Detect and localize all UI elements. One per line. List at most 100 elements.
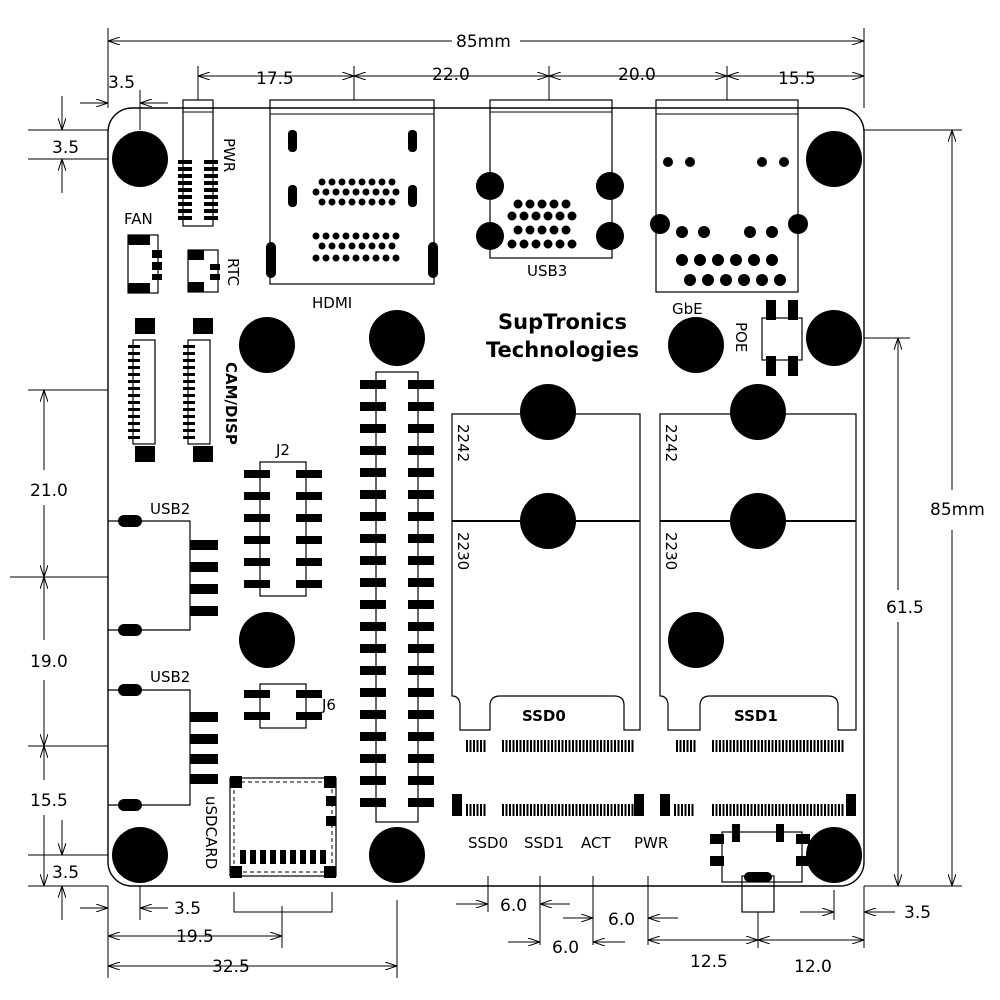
pad xyxy=(360,732,386,741)
pad xyxy=(660,794,670,816)
mounting-hole-top-right xyxy=(806,131,862,187)
pad xyxy=(589,740,592,752)
board-outline xyxy=(107,107,865,887)
pin-dot xyxy=(549,225,559,235)
pad xyxy=(761,804,763,816)
pad xyxy=(509,740,511,752)
pad xyxy=(782,740,784,752)
pad xyxy=(729,740,732,752)
pad xyxy=(540,740,543,752)
pad xyxy=(178,188,192,192)
pad xyxy=(614,804,616,816)
pad xyxy=(512,804,515,816)
dim-left-bottom-hole: 3.5 xyxy=(52,863,79,883)
j6-header: J6 xyxy=(244,683,336,729)
pad xyxy=(547,740,550,752)
pad xyxy=(544,804,546,816)
pad xyxy=(128,436,140,439)
pad xyxy=(754,740,756,752)
pad xyxy=(712,804,714,816)
pad xyxy=(408,666,434,675)
pad xyxy=(722,740,725,752)
pad xyxy=(296,558,322,566)
pad xyxy=(408,776,434,785)
pin-dot xyxy=(561,225,571,235)
pad xyxy=(280,850,286,864)
pad xyxy=(360,754,386,763)
pad xyxy=(466,740,468,752)
dim-bottom-right-hole: 3.5 xyxy=(904,903,931,923)
pad xyxy=(719,740,721,752)
dim-bottom-sd-center: 19.5 xyxy=(176,927,214,947)
pad xyxy=(610,740,613,752)
pad xyxy=(244,536,270,544)
pad xyxy=(244,492,270,500)
pad xyxy=(677,804,680,816)
gbe-connector: GbE xyxy=(650,99,808,318)
pad xyxy=(551,804,553,816)
pin-dot xyxy=(507,211,517,221)
mounting-hole-poe xyxy=(806,310,862,366)
pad xyxy=(178,174,192,178)
pin-dot xyxy=(372,232,380,240)
pin-dot xyxy=(332,232,340,240)
pad xyxy=(183,408,195,411)
pad xyxy=(719,804,721,816)
pad xyxy=(244,514,270,522)
pad xyxy=(516,804,518,816)
pin-dot xyxy=(779,157,789,167)
pad xyxy=(537,740,539,752)
pad xyxy=(540,804,543,816)
pad xyxy=(480,740,482,752)
pin-dot xyxy=(676,254,688,266)
pad xyxy=(360,600,386,609)
pad xyxy=(473,804,475,816)
pad xyxy=(300,850,306,864)
pin-dot xyxy=(537,225,547,235)
usb2-lower-label: USB2 xyxy=(150,668,190,686)
pin-dot xyxy=(766,226,778,238)
pad xyxy=(846,794,856,816)
gpio-header xyxy=(360,371,434,823)
pad xyxy=(547,804,550,816)
pad xyxy=(473,740,475,752)
pin-dot xyxy=(757,157,767,167)
pad xyxy=(740,804,742,816)
pad xyxy=(676,740,678,752)
pad xyxy=(128,373,140,376)
pad xyxy=(320,850,326,864)
pad xyxy=(360,578,386,587)
pad xyxy=(838,804,840,816)
pad xyxy=(593,804,595,816)
dim-left-usb2-lower: 19.0 xyxy=(30,652,68,672)
pin-dot xyxy=(382,254,390,262)
hdmi-label: HDMI xyxy=(312,294,352,312)
pad xyxy=(750,740,753,752)
mounting-hole-header-bottom xyxy=(369,827,425,883)
pin-dot xyxy=(322,254,330,262)
pin-dot xyxy=(543,211,553,221)
pad xyxy=(679,740,682,752)
pin-dot xyxy=(322,232,330,240)
pin-dot xyxy=(663,157,673,167)
pin-dot xyxy=(378,198,386,206)
pad xyxy=(568,804,571,816)
pad xyxy=(586,804,588,816)
pad xyxy=(789,740,791,752)
pad xyxy=(733,740,735,752)
pad xyxy=(128,408,140,411)
pad xyxy=(634,794,644,816)
pad xyxy=(204,216,218,220)
ssd1-2242-label: 2242 xyxy=(662,424,680,462)
pad xyxy=(586,740,588,752)
pad xyxy=(183,387,195,390)
pad xyxy=(483,804,486,816)
pad xyxy=(799,804,802,816)
pin-dot xyxy=(720,274,732,286)
pad xyxy=(469,740,472,752)
pin-dot xyxy=(507,239,517,249)
pad xyxy=(827,804,830,816)
pad xyxy=(726,740,728,752)
dim-top-gbe-edge: 15.5 xyxy=(778,69,816,89)
pad xyxy=(360,710,386,719)
